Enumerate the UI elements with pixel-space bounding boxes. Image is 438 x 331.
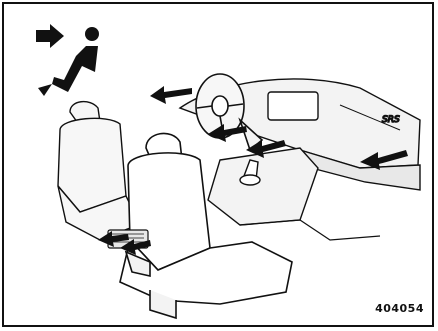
center-console: [208, 148, 318, 225]
floor-outline: [240, 220, 380, 240]
occupant-body-icon: [52, 46, 98, 92]
airflow-arrow-icon: [150, 86, 192, 104]
floor-arrow-icon: [38, 84, 52, 96]
center-display: [268, 92, 318, 120]
svg-text:SRS: SRS: [382, 115, 400, 125]
mode-arrow-icon: [36, 24, 64, 48]
airflow-mode-icon: [36, 24, 99, 96]
occupant-head-icon: [85, 27, 99, 41]
figure-reference-number: 404054: [375, 302, 424, 315]
